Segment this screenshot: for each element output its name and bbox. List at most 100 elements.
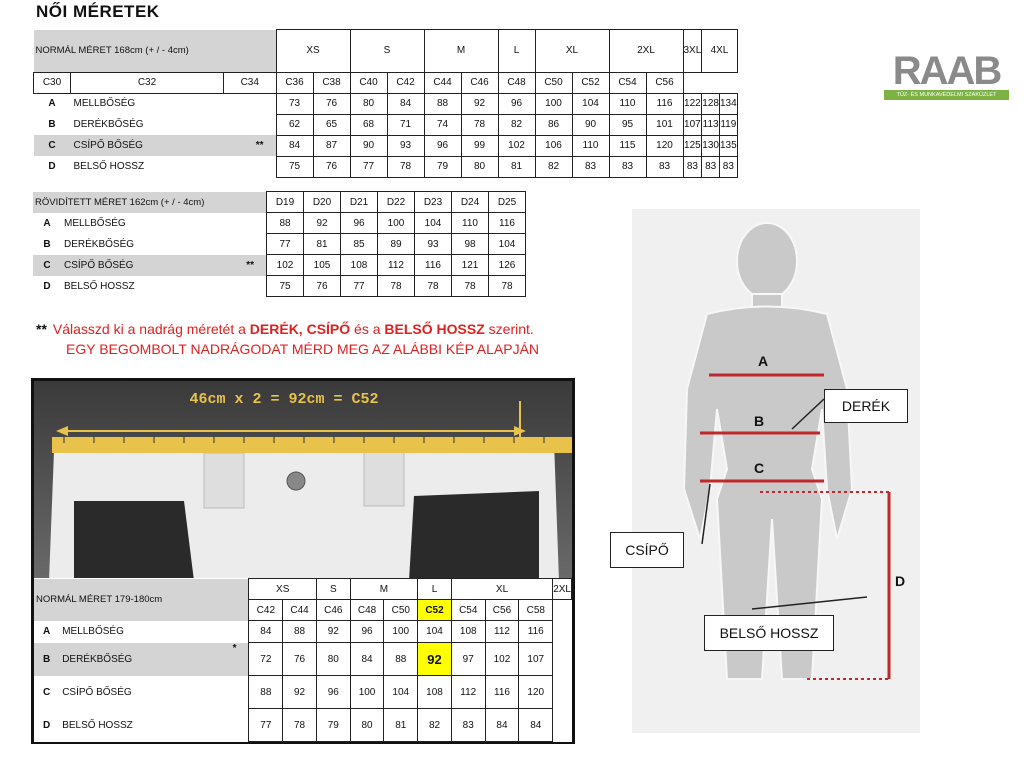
row-letter: D <box>42 719 51 731</box>
table-cell: 102 <box>484 642 520 676</box>
table-cell: 81 <box>497 155 536 178</box>
table-cell: 78 <box>460 113 499 136</box>
row-letter: C <box>33 254 61 276</box>
table-cell: 83 <box>608 155 647 178</box>
size-group: 2XL <box>552 578 572 600</box>
table-cell: 112 <box>484 620 520 643</box>
table-cell: 78 <box>282 708 317 742</box>
label-c: C <box>754 460 765 476</box>
size-group: M <box>349 578 419 600</box>
row-letter: A <box>48 98 56 110</box>
table-cell: 83 <box>645 155 684 178</box>
table-cell: 135 <box>718 134 738 157</box>
table-cell: 92 <box>315 620 351 643</box>
table-cell: 84 <box>484 708 520 742</box>
table-cell: 92 <box>417 642 452 676</box>
table-cell: 88 <box>423 92 462 115</box>
table-cell: 125 <box>682 134 703 157</box>
table-cell: 73 <box>275 92 314 115</box>
table-cell: 88 <box>383 642 419 676</box>
table-cell: 104 <box>417 620 452 643</box>
size-code: D22 <box>377 191 415 213</box>
table-cell: 77 <box>340 275 378 297</box>
table-cell: 100 <box>383 620 419 643</box>
table-cell: 76 <box>282 642 317 676</box>
row-letter: A <box>43 217 51 229</box>
page-title: NŐI MÉRETEK <box>36 2 160 21</box>
size-code: C52 <box>571 71 610 94</box>
callout-derek: DERÉK <box>824 389 908 423</box>
row-star: ** <box>214 254 267 276</box>
table-cell: 81 <box>383 708 419 742</box>
table-cell: 79 <box>423 155 462 178</box>
table-cell: 96 <box>340 212 378 234</box>
row-name: CSÍPŐ BŐSÉG <box>62 686 132 698</box>
table-cell: 110 <box>608 92 647 115</box>
table-cell: 104 <box>383 675 419 709</box>
size-code: C40 <box>349 71 388 94</box>
table-cell: 92 <box>460 92 499 115</box>
body-measurement-figure: A B C D DERÉK CSÍPŐ BELSŐ HOSSZ <box>610 209 920 733</box>
size-code: D19 <box>266 191 304 213</box>
row-letter: B <box>48 119 56 130</box>
table-cell: 128 <box>701 92 720 115</box>
table-cell: 71 <box>386 113 425 136</box>
row-star <box>214 275 267 297</box>
table-cell: 108 <box>417 675 452 709</box>
table-cell: 83 <box>718 155 738 178</box>
table-cell: 87 <box>312 134 351 157</box>
row-letter: B <box>43 238 51 250</box>
note-text: szerint. <box>484 321 534 337</box>
table-cell: 100 <box>534 92 573 115</box>
trousers-photo: 46cm x 2 = 92cm = C52 <box>34 381 572 581</box>
size-code: C50 <box>534 71 573 94</box>
row-star <box>214 233 267 255</box>
note-text: Válasszd ki a nadrág méretét a <box>52 321 250 337</box>
size-group: L <box>417 578 452 600</box>
size-group: M <box>423 29 499 73</box>
size-group: L <box>497 29 536 73</box>
logo-word: RAAB <box>892 49 1003 93</box>
size-group: XS <box>248 578 317 600</box>
table-cell: 79 <box>315 708 351 742</box>
table-cell: 74 <box>423 113 462 136</box>
size-code: C32 <box>70 71 224 94</box>
note-text: és a <box>350 321 385 337</box>
table-cell: 120 <box>645 134 684 157</box>
table-cell: 116 <box>518 620 554 643</box>
row-star <box>223 93 277 114</box>
row-letter: D <box>43 280 51 292</box>
table-cell: 93 <box>414 233 452 255</box>
table-cell: 106 <box>534 134 573 157</box>
size-code: C46 <box>315 599 351 621</box>
table-cell: 82 <box>534 155 573 178</box>
size-group: S <box>349 29 425 73</box>
row-star <box>223 156 277 177</box>
raab-logo: RAAB TŰZ- ÉS MUNKAVÉDELMI SZAKÜZLET <box>884 49 1009 102</box>
table-cell: 100 <box>349 675 385 709</box>
size-code: C46 <box>460 71 499 94</box>
table-cell: 86 <box>534 113 573 136</box>
measurement-lines <box>700 373 891 680</box>
table-cell: 78 <box>377 275 415 297</box>
table-cell: 92 <box>303 212 341 234</box>
size-code: C44 <box>423 71 462 94</box>
table-cell: 108 <box>340 254 378 276</box>
table-cell: 68 <box>349 113 388 136</box>
table-cell: 84 <box>386 92 425 115</box>
table-cell: 92 <box>282 675 317 709</box>
table-cell: 116 <box>488 212 526 234</box>
table-cell: 93 <box>386 134 425 157</box>
table-cell: 116 <box>645 92 684 115</box>
size-group: XS <box>275 29 351 73</box>
table-cell: 83 <box>571 155 610 178</box>
label-a: A <box>758 353 769 369</box>
size-code: C56 <box>484 599 520 621</box>
row-name: MELLBŐSÉG <box>64 217 126 229</box>
row-name: DERÉKBŐSÉG <box>64 238 135 250</box>
row-star <box>201 708 250 742</box>
label-d: D <box>895 573 906 589</box>
size-group: 4XL <box>701 29 738 73</box>
